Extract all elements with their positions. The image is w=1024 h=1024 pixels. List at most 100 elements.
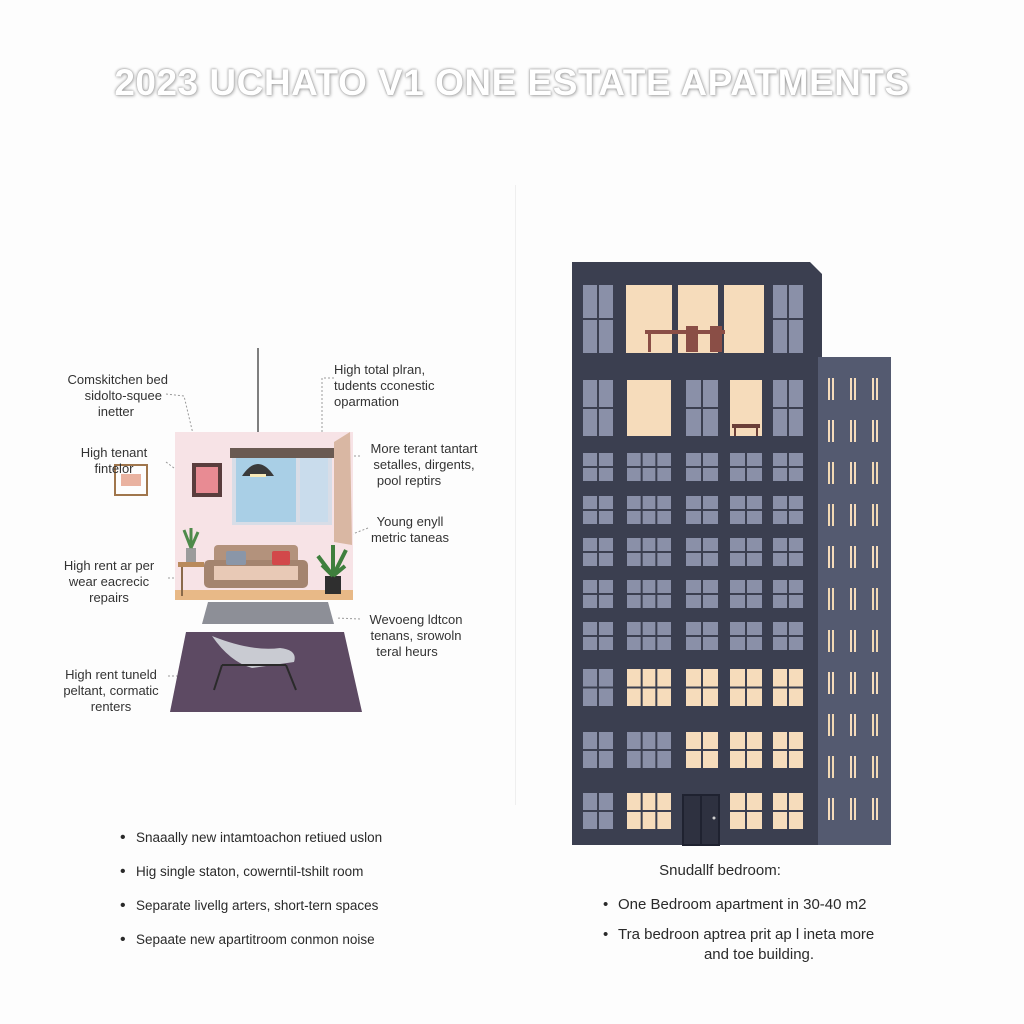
window-mullion (830, 798, 832, 820)
purple-rug (170, 632, 362, 712)
side-table (178, 562, 204, 567)
side-window (872, 714, 878, 736)
side-window (850, 798, 856, 820)
window-mullion (852, 420, 854, 442)
window (583, 496, 613, 524)
callout-high-tenant: High tenant fintelor (80, 445, 148, 476)
window-mullion (830, 588, 832, 610)
window-lit (627, 669, 671, 706)
window-mullion (830, 504, 832, 526)
window-mullion (640, 622, 643, 650)
window-mullion (852, 378, 854, 400)
side-window (872, 504, 878, 526)
list-item: Tra bedroon aptrea prit ap l ineta more … (600, 925, 930, 965)
side-window (872, 630, 878, 652)
side-window (850, 630, 856, 652)
floor-strip (175, 590, 353, 600)
window-mullion (852, 546, 854, 568)
window-mullion (874, 672, 876, 694)
window-mullion (655, 496, 658, 524)
window-mullion (773, 749, 803, 751)
window-grid-side (828, 378, 878, 820)
window-lit (730, 732, 762, 768)
window-lit (686, 669, 718, 706)
callout-young: Young enyll metric taneas (370, 514, 450, 545)
window-mullion (745, 622, 747, 650)
window (583, 622, 613, 650)
window (773, 538, 803, 566)
window (627, 538, 671, 566)
window-mullion (583, 749, 613, 751)
callout-leader-lines (165, 377, 369, 677)
window-mullion (730, 509, 762, 511)
side-window (828, 462, 834, 484)
window (686, 380, 718, 436)
window-mullion (655, 538, 658, 566)
lamp-light (250, 474, 266, 477)
side-window (872, 756, 878, 778)
side-window (850, 462, 856, 484)
window-mullion (773, 509, 803, 511)
pillow-grey (226, 551, 246, 565)
side-window (828, 546, 834, 568)
window-mullion (640, 669, 643, 706)
lamp-shade (242, 464, 274, 476)
window-mullion (640, 538, 643, 566)
window (627, 453, 671, 481)
window-mullion (773, 635, 803, 637)
window-mullion (874, 588, 876, 610)
window-mullion (852, 504, 854, 526)
window-glass-right (300, 456, 328, 522)
side-window (850, 420, 856, 442)
window-mullion (830, 420, 832, 442)
window (773, 380, 803, 436)
callout-total-plan: High total plran, tudents cconestic opar… (334, 362, 435, 409)
callout-high-rent-repairs: High rent ar per wear eacrecic repairs (63, 558, 155, 605)
window-mullion (583, 810, 613, 812)
window-mullion (627, 749, 671, 751)
window-mullion (583, 509, 613, 511)
window-mullion (787, 793, 789, 829)
building-side-tower (818, 357, 891, 845)
window-mullion (597, 453, 599, 481)
window-mullion (655, 580, 658, 608)
side-window (850, 672, 856, 694)
window-mullion (583, 551, 613, 553)
side-window (828, 504, 834, 526)
side-window (872, 672, 878, 694)
window-mullion (745, 732, 747, 768)
window-lit (730, 793, 762, 829)
window-mullion (874, 462, 876, 484)
window-mullion (655, 622, 658, 650)
window-mullion (640, 793, 643, 829)
window-mullion (686, 551, 718, 553)
window-mullion (852, 588, 854, 610)
window-mullion (701, 538, 703, 566)
bedroom-bullet-list: One Bedroom apartment in 30-40 m2 Tra be… (600, 895, 930, 975)
window-mullion (583, 318, 613, 320)
window-mullion (787, 622, 789, 650)
list-item: Snaaally new intamtoachon retiued uslon (120, 826, 500, 860)
side-window (872, 420, 878, 442)
window-mullion (874, 546, 876, 568)
window-mullion (655, 793, 658, 829)
window-mullion (745, 496, 747, 524)
window-mullion (745, 538, 747, 566)
lounge-chair (212, 636, 295, 668)
window-mullion (874, 798, 876, 820)
window-mullion (655, 669, 658, 706)
window-mullion (773, 466, 803, 468)
window-mullion (597, 793, 599, 829)
window (686, 538, 718, 566)
window (627, 622, 671, 650)
window-mullion (787, 732, 789, 768)
window-lit (730, 380, 762, 436)
window (773, 622, 803, 650)
window-mullion (745, 453, 747, 481)
window-mullion (787, 580, 789, 608)
window-mullion (583, 466, 613, 468)
window-mullion (773, 551, 803, 553)
window-mullion (830, 378, 832, 400)
window-mullion (627, 551, 671, 553)
side-window (828, 672, 834, 694)
